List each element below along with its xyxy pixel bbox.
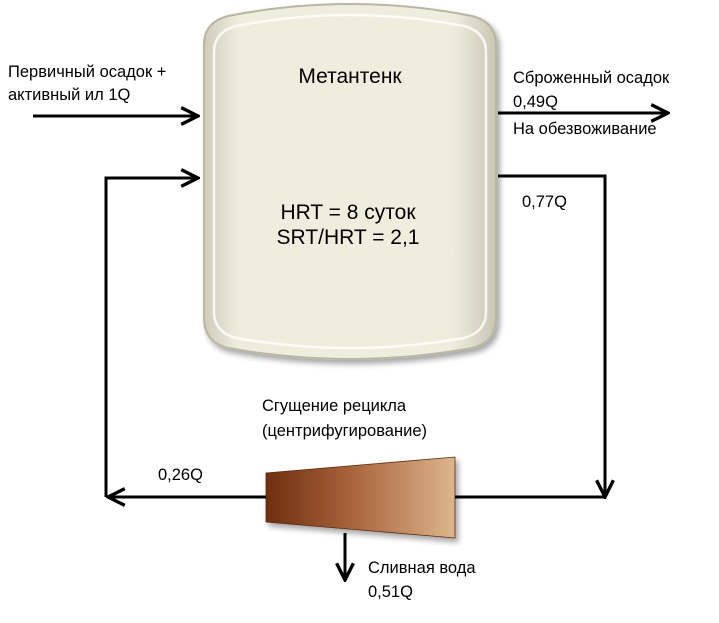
outlet-label-line3: На обезвоживание	[513, 120, 657, 138]
tank-srt-hrt: SRT/HRT = 2,1	[276, 226, 420, 249]
thickener-label-line2: (центрифугирование)	[262, 422, 427, 440]
tank-title: Метантенк	[298, 65, 402, 88]
drain-flow: 0,51Q	[368, 583, 413, 601]
to-thickener-line	[498, 174, 605, 497]
drain-label: Сливная вода	[368, 559, 476, 577]
inlet-label-line2: активный ил 1Q	[8, 86, 131, 104]
tank-hrt: HRT = 8 суток	[280, 201, 416, 224]
outlet-flow: 0,49Q	[513, 93, 558, 111]
to-thickener-flow: 0,77Q	[522, 193, 567, 211]
thickener-label-line1: Сгущение рецикла	[262, 397, 407, 415]
digester-tank	[203, 3, 497, 360]
recycle-return-line	[104, 178, 198, 497]
outlet-label-line1: Сброженный осадок	[513, 69, 670, 87]
centrifuge-shape	[265, 456, 456, 539]
inlet-label-line1: Первичный осадок +	[8, 63, 167, 81]
recycle-flow: 0,26Q	[158, 466, 203, 484]
